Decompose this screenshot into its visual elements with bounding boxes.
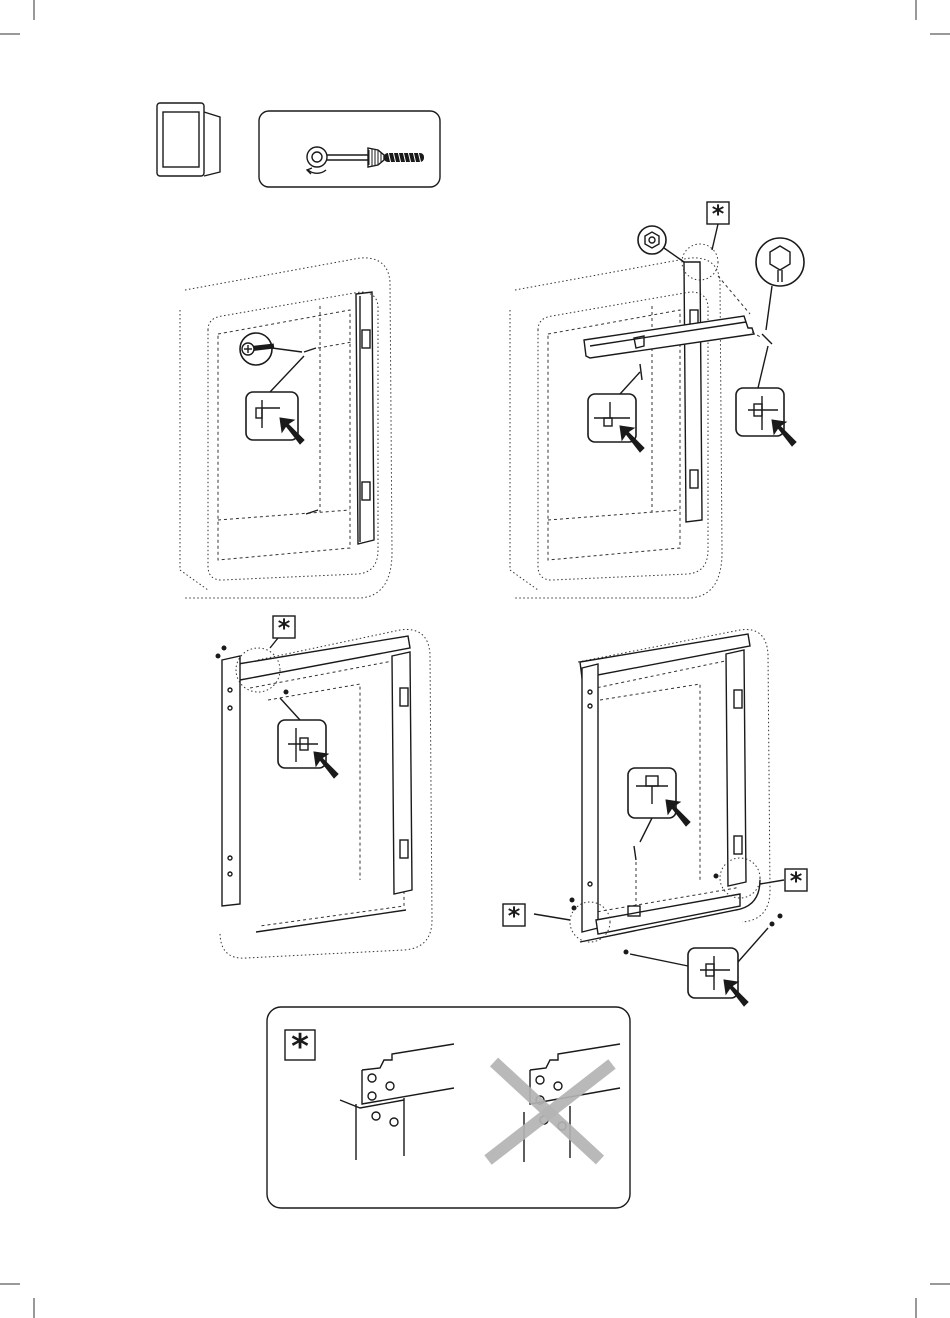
svg-text:*: * <box>712 200 725 228</box>
fastener-callout-icon <box>588 372 644 452</box>
svg-text:*: * <box>508 902 521 930</box>
svg-text:*: * <box>278 614 291 642</box>
top-fastener-callout-icon <box>628 768 690 842</box>
wrong-alignment-cross-icon <box>488 1062 612 1160</box>
manual-book-icon <box>157 103 220 176</box>
screw-magnifier-icon <box>240 333 302 365</box>
star-marker: * <box>503 902 525 930</box>
star-marker: * <box>785 867 807 895</box>
fastener-callout-icon <box>630 928 768 1006</box>
fastener-callout-icon <box>278 698 338 778</box>
svg-text:*: * <box>291 1027 309 1067</box>
step-2-illustration <box>510 224 772 598</box>
detail-star-marker: * <box>285 1027 315 1067</box>
screwdriver-rotate-icon <box>259 111 440 187</box>
correct-alignment-detail <box>340 1044 454 1160</box>
detail-panel <box>267 1007 630 1208</box>
fastener-callout-icon <box>736 346 796 446</box>
star-marker: * <box>273 614 295 642</box>
step-3-illustration <box>216 630 433 959</box>
svg-text:*: * <box>790 867 803 895</box>
nut-magnifier-icon <box>638 226 684 262</box>
fastener-callout-icon <box>246 356 304 444</box>
bolt-magnifier-icon <box>756 238 804 330</box>
star-marker: * <box>707 200 729 228</box>
